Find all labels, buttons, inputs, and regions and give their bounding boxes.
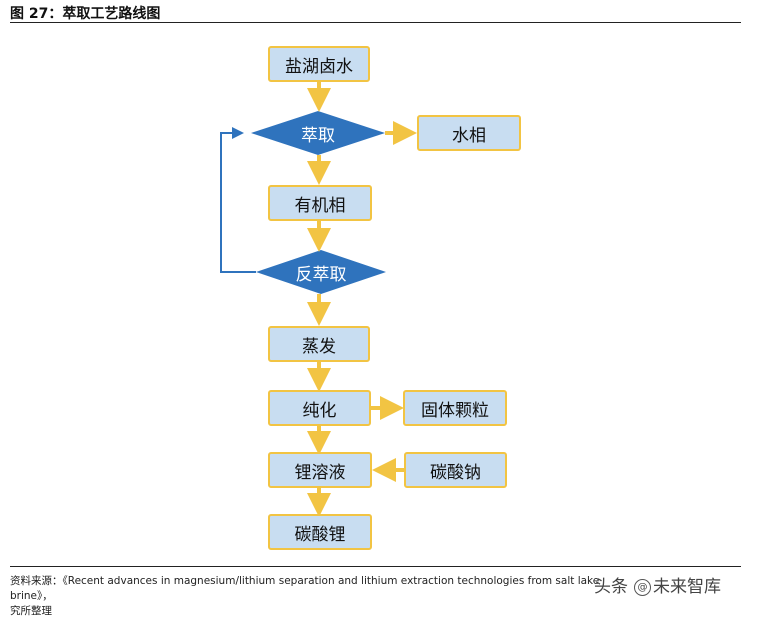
node-lithium-solution: 锂溶液 — [268, 452, 372, 488]
top-divider — [10, 22, 741, 23]
watermark: 头条 @未来智库 — [594, 572, 721, 597]
node-lithium-carbonate: 碳酸锂 — [268, 514, 372, 550]
node-organic-phase: 有机相 — [268, 185, 372, 221]
watermark-prefix: 头条 — [594, 577, 628, 597]
source-note: 资料来源：《Recent advances in magnesium/lithi… — [10, 574, 610, 619]
node-extraction: 萃取 — [301, 125, 335, 146]
extraction-diamond — [251, 111, 385, 155]
node-purification: 纯化 — [268, 390, 371, 426]
node-evaporation: 蒸发 — [268, 326, 370, 362]
node-sodium-carbonate: 碳酸钠 — [404, 452, 507, 488]
feedback-loop-line — [220, 127, 256, 273]
watermark-name: 未来智库 — [653, 577, 721, 597]
node-aqueous-phase: 水相 — [417, 115, 521, 151]
source-line-1: 资料来源：《Recent advances in magnesium/lithi… — [10, 575, 600, 602]
figure-title: 图 27：萃取工艺路线图 — [10, 6, 161, 22]
source-line-2: 究所整理 — [10, 605, 52, 617]
node-back-extraction: 反萃取 — [295, 264, 347, 285]
at-icon: @ — [634, 579, 651, 596]
node-solid-particles: 固体颗粒 — [403, 390, 507, 426]
bottom-divider — [10, 566, 741, 567]
back-extraction-diamond — [256, 250, 386, 294]
node-brine: 盐湖卤水 — [268, 46, 370, 82]
